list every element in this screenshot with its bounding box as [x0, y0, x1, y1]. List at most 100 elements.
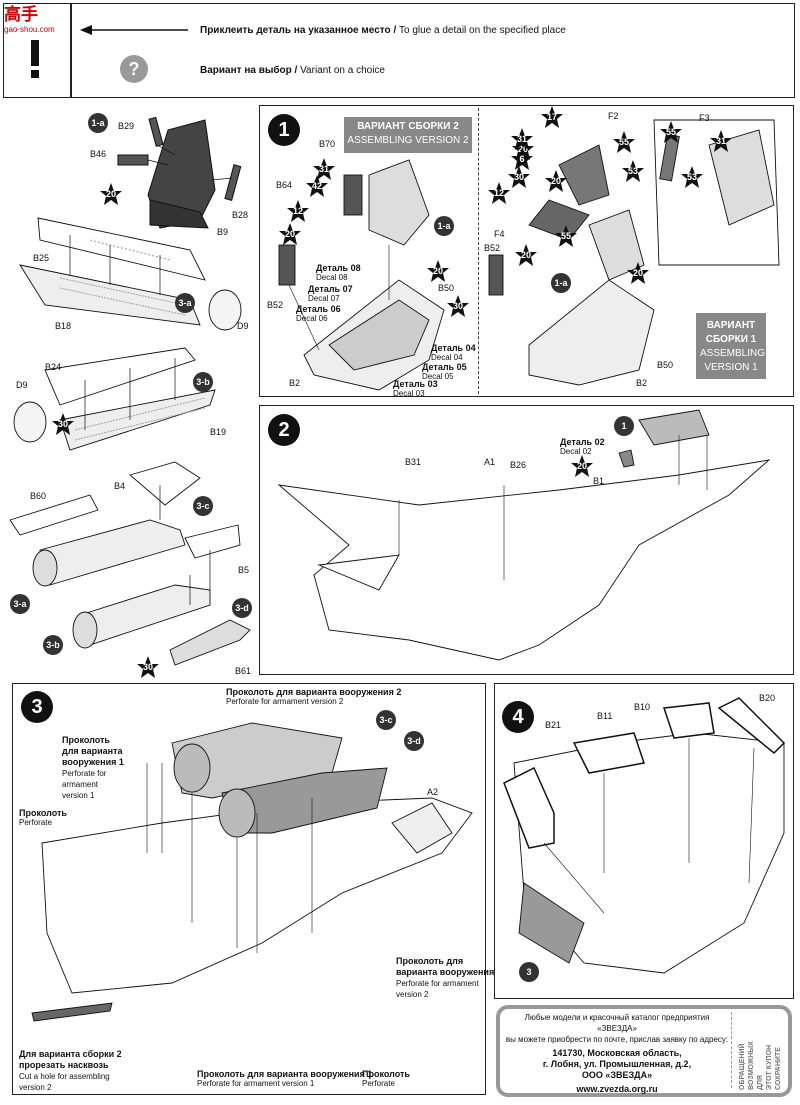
note-armament1-left: Проколоть для варианта вооружения 1 Perf… — [62, 735, 124, 800]
glue-star-20: 20 — [100, 183, 122, 205]
tag-1a-step1: 1-a — [434, 216, 454, 236]
part-b10: B10 — [634, 702, 651, 712]
step4-drawing — [503, 697, 786, 974]
part-d9-b: D9 — [16, 380, 28, 390]
part-b1: B1 — [593, 476, 605, 486]
glue-star-30-r: 30 — [508, 166, 530, 188]
glue-star-17: 17 — [541, 106, 563, 128]
part-b64: B64 — [276, 180, 293, 190]
intake-3b-drawing — [13, 347, 216, 451]
part-b21: B21 — [545, 720, 562, 730]
part-b25: B25 — [33, 253, 50, 263]
note-cut-hole: Для варианта сборки 2 прорезать насквозь… — [19, 1049, 122, 1092]
tag-1a-right: 1-a — [551, 273, 571, 293]
part-b46: B46 — [90, 149, 107, 159]
part-b9: B9 — [217, 227, 229, 237]
exclamation-icon — [28, 40, 42, 80]
coupon-side5: ОБРАЩЕНИЙ — [738, 1043, 746, 1090]
part-a2: A2 — [427, 787, 439, 797]
tag-3d: 3-d — [232, 598, 252, 618]
step2-aircraft-drawing — [277, 409, 771, 661]
glue-star-20-r2: 20 — [545, 170, 567, 192]
coupon-addr3: ООО «ЗВЕЗДА» — [581, 1070, 653, 1080]
legend-glue-en: To glue a detail on the specified place — [396, 25, 566, 36]
glue-star-30-s1: 30 — [447, 295, 469, 317]
glue-star-20-s1b: 20 — [427, 260, 449, 282]
part-f3: F3 — [699, 113, 710, 123]
part-b52-left: B52 — [267, 300, 284, 310]
subassembly-drawings — [9, 116, 251, 666]
note-armament2-right: Проколоть для варианта вооружения 2 Perf… — [396, 956, 502, 999]
part-b60: B60 — [30, 491, 47, 501]
coupon-side: СОХРАНИТЕ ЭТОТ КУПОН ДЛЯ ВОЗМОЖНЫХ ОБРАЩ… — [734, 1012, 786, 1090]
coupon-addr1: 141730, Московская область, — [552, 1048, 682, 1058]
part-b52-right: B52 — [484, 243, 501, 253]
tag-3b-small: 3-b — [43, 635, 63, 655]
variant1-en2: VERSION 1 — [704, 362, 758, 373]
step4-number: 4 — [502, 701, 534, 733]
part-b70: B70 — [319, 139, 336, 149]
glue-star-55-f3: 55 — [660, 121, 682, 143]
note-armament1-bottom: Проколоть для варианта вооружения 1 Perf… — [197, 1069, 373, 1088]
part-b61: B61 — [235, 666, 252, 676]
glue-star-31-f3: 31 — [710, 130, 732, 152]
glue-star-6: 6 — [511, 148, 533, 170]
coupon-side1: СОХРАНИТЕ — [774, 1047, 782, 1090]
part-b31: B31 — [405, 457, 422, 467]
tag-3b: 3-b — [193, 372, 213, 392]
tag-3c: 3-c — [193, 496, 213, 516]
note-perforate-left: Проколоть Perforate — [19, 808, 67, 827]
legend-variant: Вариант на выбор / Variant on a choice — [200, 65, 385, 76]
glue-star-20-r3: 20 — [515, 244, 537, 266]
tag-3d-step3: 3-d — [404, 731, 424, 751]
note-perforate-bottom: Проколоть Perforate — [362, 1069, 410, 1088]
variant1-badge: ВАРИАНТ СБОРКИ 1 ASSEMBLING VERSION 1 — [696, 313, 766, 379]
part-b28: B28 — [232, 210, 249, 220]
coupon-line1: Любые модели и красочный каталог предпри… — [524, 1013, 710, 1033]
variant1-ru1: ВАРИАНТ — [706, 320, 756, 331]
tag-3-step4: 3 — [519, 962, 539, 982]
part-b26: B26 — [510, 460, 527, 470]
legend-glue: Приклеить деталь на указанное место / To… — [200, 25, 566, 36]
step3-drawing — [31, 722, 473, 1022]
variant2-ru: ВАРИАНТ СБОРКИ 2 — [357, 121, 459, 132]
glue-star-12-r: 12 — [488, 182, 510, 204]
coupon-side4: ВОЗМОЖНЫХ — [747, 1041, 755, 1090]
coupon-side3: ДЛЯ — [756, 1075, 764, 1090]
glue-star-20-s2: 20 — [571, 455, 593, 477]
seat-drawing — [117, 116, 242, 229]
part-b24: B24 — [45, 362, 62, 372]
tag-3c-step3: 3-c — [376, 710, 396, 730]
part-b18: B18 — [55, 321, 72, 331]
glue-star-53-f3: 53 — [681, 166, 703, 188]
glue-star-31: 31 — [313, 158, 335, 180]
arrow-icon — [80, 25, 188, 35]
part-b50-right: B50 — [657, 360, 674, 370]
coupon-side2: ЭТОТ КУПОН — [765, 1044, 773, 1090]
part-b29: B29 — [118, 121, 135, 131]
legend-variant-ru: Вариант на выбор / — [200, 65, 298, 76]
glue-star-12: 12 — [287, 200, 309, 222]
glue-star-20-s1a: 20 — [279, 223, 301, 245]
coupon-text: Любые модели и красочный каталог предпри… — [505, 1012, 729, 1095]
coupon — [496, 1005, 792, 1097]
glue-star-31-r: 31 — [511, 128, 533, 150]
glue-star-53-r: 53 — [622, 160, 644, 182]
step3-number: 3 — [21, 691, 53, 723]
legend-glue-ru: Приклеить деталь на указанное место / — [200, 25, 397, 36]
part-b19: B19 — [210, 427, 227, 437]
coupon-addr2: г. Лобня, ул. Промышленная, д.2, — [542, 1059, 692, 1069]
part-b5: B5 — [238, 565, 250, 575]
tag-3a-small: 3-a — [10, 594, 30, 614]
step1-drawings — [278, 119, 780, 391]
legend-variant-en: Variant on a choice — [297, 65, 385, 76]
intake-3a-drawing — [19, 217, 242, 331]
logo-mark: 高手 — [4, 5, 38, 24]
glue-star-30: 30 — [52, 413, 74, 435]
